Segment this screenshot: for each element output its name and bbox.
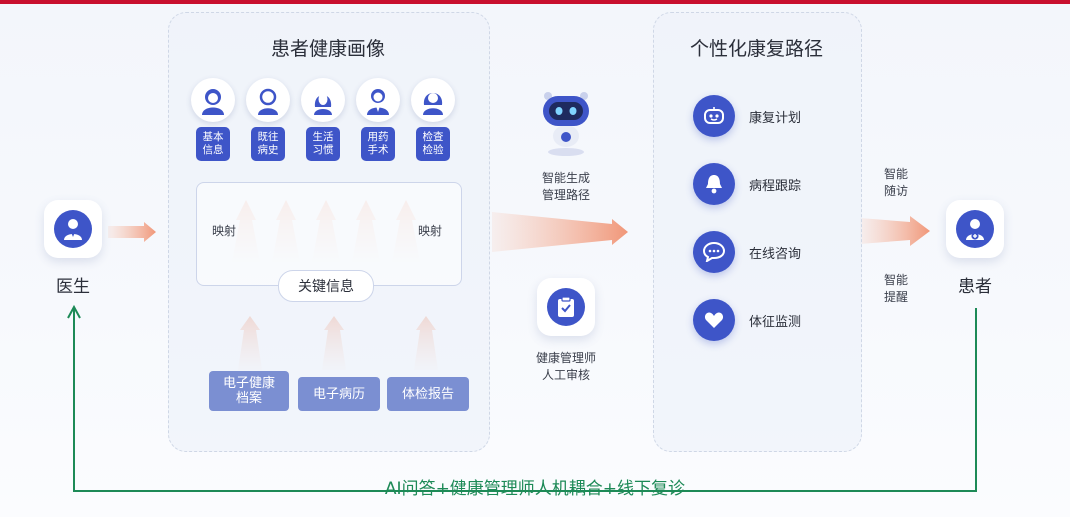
bell-icon xyxy=(693,163,735,205)
avatar-history xyxy=(246,78,290,122)
path-item-consult: 在线咨询 xyxy=(693,231,801,273)
chat-bubble-icon xyxy=(693,231,735,273)
arrow-profile-to-ai xyxy=(492,212,628,252)
arrow-path-to-patient xyxy=(860,216,930,246)
top-accent-bar xyxy=(0,0,1070,4)
arrow-doctor-to-profile xyxy=(108,222,156,242)
path-item-plan: 康复计划 xyxy=(693,95,801,137)
profile-title: 患者健康画像 xyxy=(270,38,385,60)
path-item-monitor: 体征监测 xyxy=(693,299,801,341)
loop-line xyxy=(73,308,977,492)
path-item-label: 体征监测 xyxy=(749,314,802,330)
patient-label: 患者 xyxy=(958,277,992,297)
tag-lifestyle: 生活 习惯 xyxy=(306,127,340,161)
map-label-right: 映射 xyxy=(418,224,443,238)
ai-generate-label: 智能生成 管理路径 xyxy=(541,171,590,202)
tag-medical-history: 既往 病史 xyxy=(251,127,285,161)
path-item-label: 在线咨询 xyxy=(749,246,802,262)
doctor-label: 医生 xyxy=(56,277,90,297)
path-item-label: 病程跟踪 xyxy=(749,178,802,194)
patient-tile xyxy=(946,200,1004,258)
avatar-exam xyxy=(411,78,455,122)
doctor-icon xyxy=(54,210,92,248)
source-health-record: 电子健康 档案 xyxy=(209,371,289,411)
tag-medication-surgery: 用药 手术 xyxy=(361,127,395,161)
path-title: 个性化康复路径 xyxy=(689,38,823,60)
key-info-pill: 关键信息 xyxy=(278,270,374,302)
avatar-basic xyxy=(191,78,235,122)
clipboard-check-icon xyxy=(547,288,585,326)
review-label: 健康管理师 人工审核 xyxy=(535,351,596,382)
path-item-label: 康复计划 xyxy=(749,110,802,126)
tag-basic-info: 基本 信息 xyxy=(196,127,230,161)
review-tile xyxy=(537,278,595,336)
avatar-lifestyle xyxy=(301,78,345,122)
loop-caption: AI问答+健康管理师人机耦合+线下复诊 xyxy=(384,479,686,499)
loop-arrowhead xyxy=(67,304,81,319)
patient-icon xyxy=(956,210,994,248)
smart-followup-label: 智能 随访 xyxy=(883,167,908,198)
path-item-tracking: 病程跟踪 xyxy=(693,163,801,205)
source-emr: 电子病历 xyxy=(298,377,380,411)
heart-icon xyxy=(693,299,735,341)
doctor-tile xyxy=(44,200,102,258)
avatar-medication xyxy=(356,78,400,122)
ai-robot-icon xyxy=(531,84,601,158)
smart-reminder-label: 智能 提醒 xyxy=(883,273,908,304)
tag-examination: 检查 检验 xyxy=(416,127,450,161)
source-physical-exam: 体检报告 xyxy=(387,377,469,411)
recovery-path-panel xyxy=(653,12,862,452)
robot-face-icon xyxy=(693,95,735,137)
map-label-left: 映射 xyxy=(212,224,237,238)
